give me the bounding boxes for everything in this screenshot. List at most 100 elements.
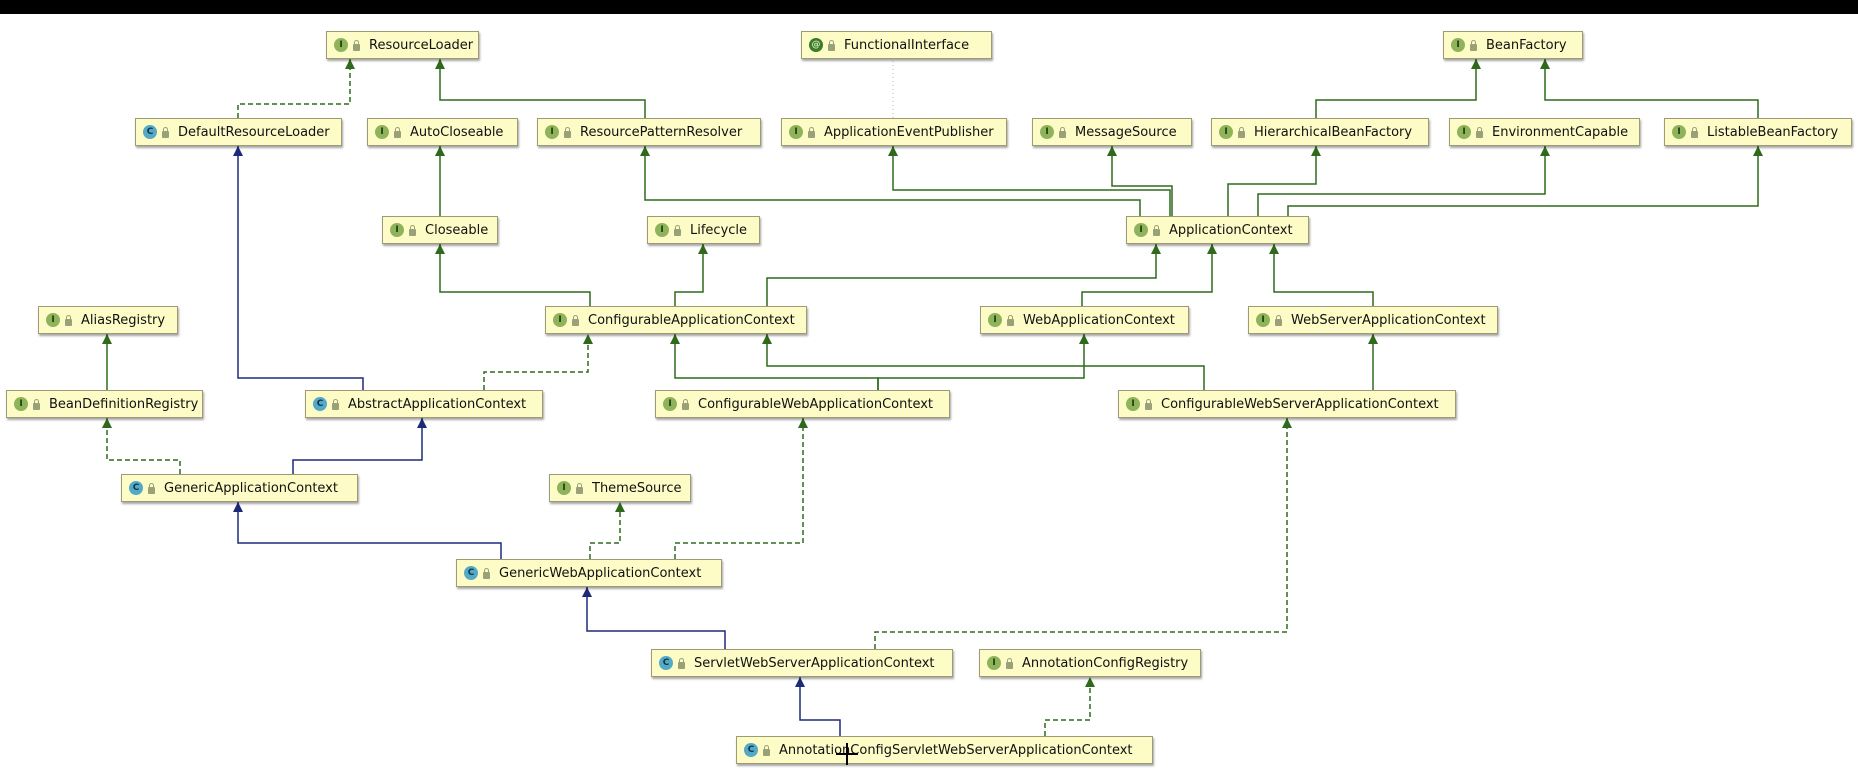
edge-abstractapplicationcontext-to-defaultresourceloader bbox=[233, 146, 364, 390]
edge-applicationcontext-to-environmentcapable bbox=[1257, 146, 1550, 216]
node-label: ConfigurableWebApplicationContext bbox=[698, 396, 934, 412]
lock-icon bbox=[678, 657, 685, 669]
edge-configurableapplicationcontext-to-applicationcontext bbox=[766, 244, 1161, 306]
class-icon: C bbox=[659, 656, 673, 670]
edge-configurableapplicationcontext-to-closeable bbox=[435, 244, 591, 306]
arrowhead-icon bbox=[1471, 59, 1481, 69]
arrowhead-icon bbox=[640, 146, 650, 156]
node-label: GenericWebApplicationContext bbox=[499, 565, 702, 581]
edge-genericwebapplicationcontext-to-configurablewebapplicationcontext bbox=[674, 418, 808, 559]
node-label: Closeable bbox=[425, 222, 489, 238]
node-label: EnvironmentCapable bbox=[1492, 124, 1629, 140]
class-icon: C bbox=[464, 566, 478, 580]
arrowhead-icon bbox=[102, 418, 112, 428]
lock-icon bbox=[332, 398, 339, 410]
node-label: MessageSource bbox=[1075, 124, 1177, 140]
interface-icon: I bbox=[1126, 397, 1140, 411]
node-label: WebApplicationContext bbox=[1023, 312, 1175, 328]
interface-icon: I bbox=[553, 313, 567, 327]
node-resourceloader[interactable]: I ResourceLoader bbox=[326, 31, 479, 59]
arrowhead-icon bbox=[1753, 146, 1763, 156]
arrowhead-icon bbox=[233, 146, 243, 156]
arrowhead-icon bbox=[435, 146, 445, 156]
lock-icon bbox=[148, 482, 155, 494]
lock-icon bbox=[808, 126, 815, 138]
arrowhead-icon bbox=[1368, 334, 1378, 344]
arrowhead-icon bbox=[417, 418, 427, 428]
class-icon: C bbox=[143, 125, 157, 139]
arrowhead-icon bbox=[435, 244, 445, 254]
lock-icon bbox=[65, 314, 72, 326]
node-label: ServletWebServerApplicationContext bbox=[694, 655, 935, 671]
lock-icon bbox=[162, 126, 169, 138]
node-label: BeanDefinitionRegistry bbox=[49, 396, 199, 412]
crosshair-cursor-icon bbox=[836, 743, 858, 765]
arrowhead-icon bbox=[795, 677, 805, 687]
node-label: ResourceLoader bbox=[369, 37, 474, 53]
node-label: ListableBeanFactory bbox=[1707, 124, 1839, 140]
node-label: AliasRegistry bbox=[81, 312, 166, 328]
node-genericwebapplicationcontext[interactable]: C GenericWebApplicationContext bbox=[456, 559, 722, 587]
node-label: AbstractApplicationContext bbox=[348, 396, 527, 412]
node-beandefinitionregistry[interactable]: I BeanDefinitionRegistry bbox=[6, 390, 203, 418]
arrowhead-icon bbox=[435, 59, 445, 69]
interface-icon: I bbox=[545, 125, 559, 139]
edge-genericapplicationcontext-to-abstractapplicationcontext bbox=[292, 418, 427, 474]
interface-icon: I bbox=[1219, 125, 1233, 139]
interface-icon: I bbox=[334, 38, 348, 52]
interface-icon: I bbox=[14, 397, 28, 411]
node-label: AnnotationConfigRegistry bbox=[1022, 655, 1189, 671]
edge-annotationconfigservletwebserverapplicationcontext-to-annotationconfigregistry bbox=[1044, 677, 1095, 736]
interface-icon: I bbox=[789, 125, 803, 139]
node-label: ThemeSource bbox=[592, 480, 682, 496]
lock-icon bbox=[394, 126, 401, 138]
node-functionalinterface[interactable]: @FunctionalInterface bbox=[801, 31, 992, 59]
edge-webapplicationcontext-to-applicationcontext bbox=[1081, 244, 1217, 306]
edge-configurablewebserverapplicationcontext-to-webserverapplicationcontext bbox=[1368, 334, 1378, 390]
lock-icon bbox=[1145, 398, 1152, 410]
arrowhead-icon bbox=[798, 418, 808, 428]
relationship-edges bbox=[102, 59, 1763, 736]
lock-icon bbox=[33, 398, 40, 410]
annotation-icon: @ bbox=[809, 38, 823, 52]
node-label: GenericApplicationContext bbox=[164, 480, 338, 496]
lock-icon bbox=[828, 39, 835, 51]
lock-icon bbox=[1006, 657, 1013, 669]
arrowhead-icon bbox=[698, 244, 708, 254]
node-servletwebserverapplicationcontext[interactable]: C ServletWebServerApplicationContext bbox=[651, 649, 953, 677]
edge-servletwebserverapplicationcontext-to-configurablewebserverapplicationcontext bbox=[874, 418, 1292, 649]
node-label: ApplicationContext bbox=[1169, 222, 1293, 238]
node-label: WebServerApplicationContext bbox=[1291, 312, 1486, 328]
lock-icon bbox=[1470, 39, 1477, 51]
edge-applicationcontext-to-resourcepatternresolver bbox=[640, 146, 1141, 216]
edge-genericwebapplicationcontext-to-themesource bbox=[589, 502, 625, 559]
edge-genericwebapplicationcontext-to-genericapplicationcontext bbox=[233, 502, 502, 559]
edge-configurablewebserverapplicationcontext-to-configurableapplicationcontext bbox=[762, 334, 1205, 390]
lock-icon bbox=[564, 126, 571, 138]
interface-icon: I bbox=[655, 223, 669, 237]
